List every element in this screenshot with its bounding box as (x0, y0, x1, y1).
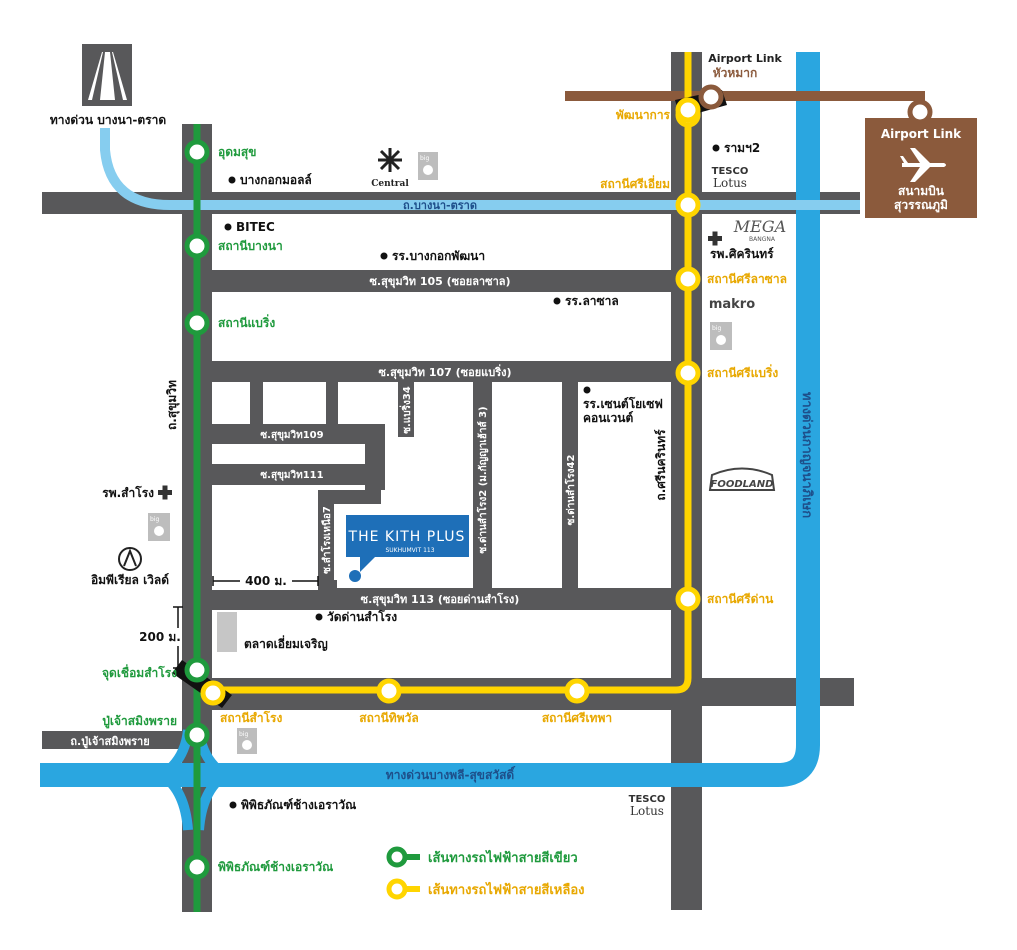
distance-200-bar (173, 606, 183, 669)
poi-imperial-world: อิมพีเรียล เวิลด์ (91, 573, 169, 587)
kith-plus-sub: SUKHUMVIT 113 (385, 547, 434, 554)
yellow-station-sri-dan: สถานีศรีด่าน (707, 592, 774, 606)
yellow-station-samrong: สถานีสำโรง (220, 710, 282, 725)
label-soi105: ซ.สุขุมวิท 105 (ซอยลาซาล) (369, 275, 510, 289)
hospital-icon (158, 485, 172, 500)
svg-text:big: big (239, 731, 248, 738)
big-c-icon: big (148, 513, 170, 541)
foodland-logo-icon (708, 467, 776, 491)
road-baring34 (398, 382, 414, 437)
svg-text:big: big (420, 155, 429, 162)
label-pu-chao-road: ถ.ปู่เจ้าสมิงพราย (70, 735, 149, 749)
yellow-station-phatthanakan: พัฒนาการ (616, 108, 671, 122)
poi-st-joseph-sub: คอนเวนต์ (583, 411, 633, 425)
poi-lasalle-school: รร.ลาซาล (565, 294, 619, 308)
expressway-sign-icon (82, 44, 132, 106)
label-baring34: ซ.แบริ่ง34 (399, 386, 413, 434)
yellow-station-sri-iam: สถานีศรีเอี่ยม (600, 175, 670, 191)
big-c-icon: big (237, 728, 257, 754)
road-soi113 (212, 588, 671, 610)
brand-mega: MEGA (733, 217, 786, 236)
airport-box-line2: สุวรรณภูมิ (894, 198, 948, 213)
svg-text:big: big (712, 325, 721, 332)
airport-link-station-sub: หัวหมาก (713, 66, 757, 80)
airplane-icon (900, 148, 946, 182)
big-c-icon: big (710, 322, 732, 350)
label-bangna-trad: ถ.บางนา-ตราด (403, 199, 477, 212)
bangna-trad-expressway (100, 128, 860, 210)
brand-lotus-bottom: Lotus (630, 804, 664, 818)
distance-400-bar (212, 576, 319, 586)
road-samrong7 (318, 490, 334, 590)
yellow-station-sri-lasalle: สถานีศรีลาซาล (707, 272, 787, 286)
label-dansamrong2: ซ.ด่านสำโรง2 (ม.กัญญาเฮ้าส์ 3) (476, 406, 489, 553)
poi-ram2: รามฯ2 (724, 141, 760, 155)
airport-box-line1: สนามบิน (898, 184, 945, 198)
airport-box-title: Airport Link (881, 127, 962, 141)
green-station-bearing: สถานีแบริ่ง (218, 314, 275, 330)
yellow-station-thiphawan: สถานีทิพวัล (359, 711, 418, 725)
brand-tesco-top: TESCO (712, 166, 749, 177)
kith-plus-project-marker (346, 515, 469, 582)
svg-text:big: big (150, 516, 159, 523)
market-block (217, 612, 237, 652)
green-station-erawan: พิพิธภัณฑ์ช้างเอราวัณ (218, 860, 333, 874)
distance-200: 200 ม. (139, 630, 181, 644)
road-soi107 (212, 361, 671, 382)
brand-tesco-bottom: TESCO (629, 794, 666, 805)
label-kanchanaphisek: ทางด่วนกาญจนาภิเษก (799, 392, 814, 518)
poi-bangkok-patana: รร.บางกอกพัฒนา (392, 249, 485, 263)
brand-lotus-top: Lotus (713, 176, 747, 190)
poi-erawan-museum: พิพิธภัณฑ์ช้างเอราวัณ (241, 798, 356, 812)
hospital-icon (708, 231, 722, 246)
poi-bitec: BITEC (236, 220, 275, 234)
yellow-line (212, 52, 692, 694)
label-sukhumvit: ถ.สุขุมวิท (165, 380, 180, 430)
legend-yellow-line-icon (386, 878, 420, 900)
yellow-station-sri-bearing: สถานีศรีแบริ่ง (707, 364, 778, 380)
brand-mega-sub: BANGNA (749, 236, 776, 243)
poi-talat: ตลาดเอี่ยมเจริญ (244, 635, 328, 651)
label-soi113: ซ.สุขุมวิท 113 (ซอยด่านสำโรง) (361, 592, 520, 607)
poi-st-joseph: รร.เซนต์โยเซฟ (583, 396, 663, 411)
brand-makro: makro (709, 297, 755, 312)
legend-yellow-label: เส้นทางรถไฟฟ้าสายสีเหลือง (428, 881, 585, 898)
huamak-interchange (675, 84, 727, 123)
airport-link-station-name: Airport Link (708, 52, 782, 65)
yellow-station-sri-thepha: สถานีศรีเทพา (542, 711, 612, 725)
brand-central: Central (371, 179, 409, 189)
samrong-interchange (172, 657, 232, 708)
kanchanaphisek-expressway (40, 52, 820, 787)
legend-green-label: เส้นทางรถไฟฟ้าสายสีเขียว (428, 849, 578, 866)
imperial-logo-icon (118, 547, 142, 571)
green-station-udomsuk: อุดมสุข (218, 145, 256, 160)
poi-bangkok-mall: บางกอกมอลล์ (240, 173, 312, 187)
label-soi107: ซ.สุขุมวิท 107 (ซอยแบริ่ง) (378, 364, 511, 380)
green-station-samrong: จุดเชื่อมสำโรง (102, 664, 177, 681)
label-bangphli-expressway: ทางด่วนบางพลี-สุขสวัสดิ์ (386, 766, 516, 783)
central-logo-icon (378, 148, 402, 172)
brand-foodland: FOODLAND (711, 479, 774, 490)
label-soi109: ซ.สุขุมวิท109 (260, 429, 323, 441)
label-srinakarin: ถ.ศรีนครินทร์ (654, 429, 668, 501)
road-pu-chao (42, 731, 182, 749)
green-station-puchao: ปู่เจ้าสมิงพราย (102, 714, 177, 729)
green-station-bangna: สถานีบางนา (218, 239, 283, 253)
green-station-dots (184, 139, 210, 880)
label-bangna-expressway: ทางด่วน บางนา-ตราด (50, 113, 167, 127)
distance-400: 400 ม. (245, 574, 287, 588)
label-soi111: ซ.สุขุมวิท111 (260, 469, 323, 481)
label-dansamrong42: ซ.ด่านสำโรง42 (564, 455, 577, 526)
legend-green-line-icon (386, 846, 420, 868)
label-samrong7: ซ.สำโรงเหนือ7 (320, 506, 333, 574)
big-c-icon: big (418, 152, 438, 180)
kith-plus-logo: THE KITH PLUS (348, 529, 466, 545)
interchange-loop (159, 729, 228, 831)
poi-sikarin-hospital: รพ.ศิครินทร์ (710, 247, 774, 261)
poi-samrong-hospital: รพ.สำโรง (102, 485, 154, 500)
poi-wat-dansamrong: วัดด่านสำโรง (327, 609, 397, 624)
road-soi105 (212, 270, 671, 292)
airport-link-box-node (907, 99, 933, 125)
